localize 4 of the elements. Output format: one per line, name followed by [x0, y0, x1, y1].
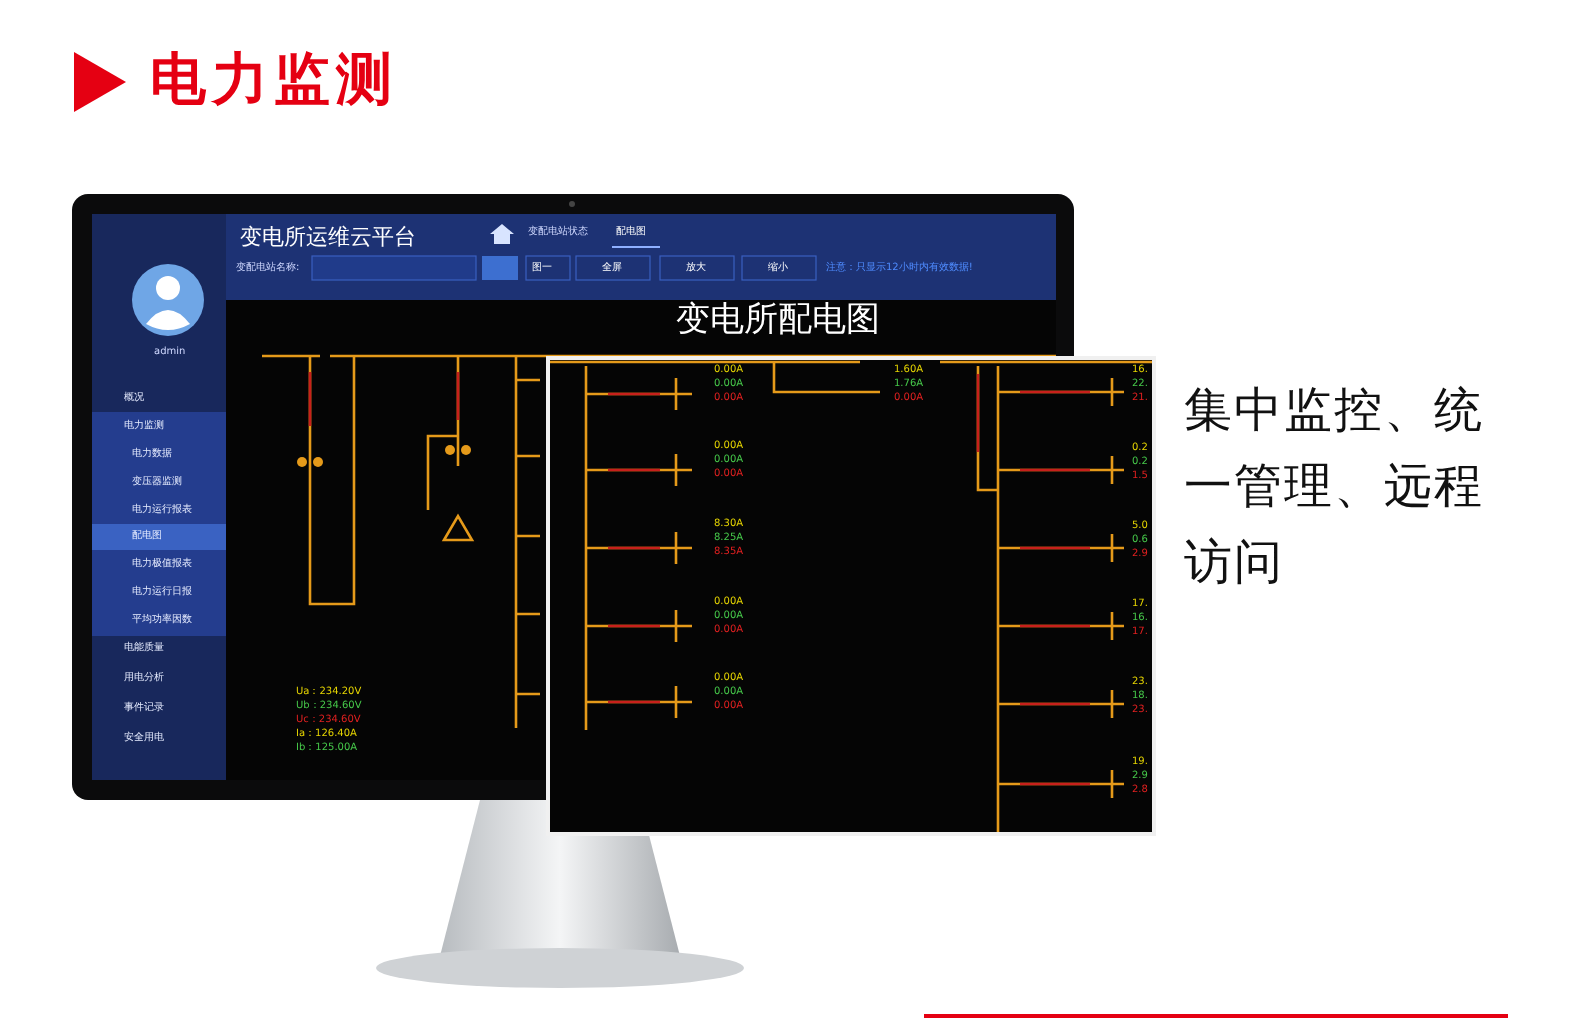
screen-title: 变电所配电图 [676, 304, 880, 338]
screen-text: 变电所运维云平台 [240, 226, 416, 248]
page-title: 电力监测 [150, 52, 398, 108]
feature-text: 集中监控、统一管理、远程访问 [1184, 380, 1486, 594]
